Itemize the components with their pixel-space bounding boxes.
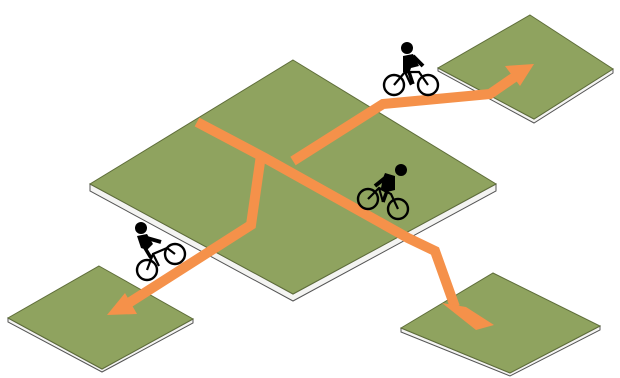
cyclist-icon [384, 42, 438, 95]
bottom-right-plate [401, 273, 600, 376]
bottom-right-plate-top [401, 273, 600, 373]
